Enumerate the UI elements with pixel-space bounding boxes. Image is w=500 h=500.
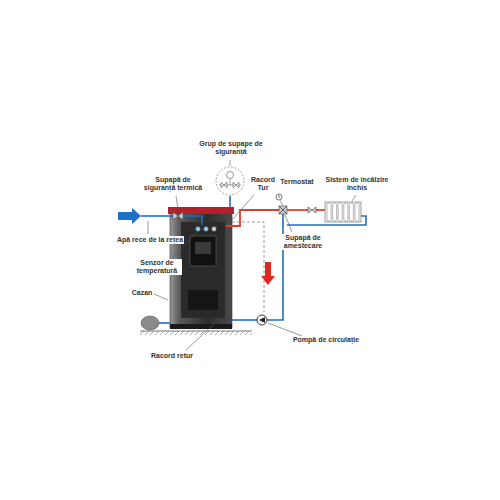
supply-pipe (287, 209, 308, 211)
radiator (327, 203, 331, 221)
part-label: Apă rece de la rețea (116, 236, 184, 244)
circulation-pump (257, 315, 267, 325)
hot-water-arrow (261, 262, 275, 285)
leader-lines (154, 294, 168, 300)
part-label: Supapă de amestecare (279, 234, 327, 250)
thermostat-symbol (276, 194, 283, 206)
safety-valve-group (230, 179, 231, 186)
supply-pipe (316, 209, 326, 211)
safety-valve-group (216, 167, 244, 195)
circulation-pump (259, 317, 265, 323)
part-label: Senzor de temperatură (132, 259, 182, 275)
boiler-body (188, 290, 218, 310)
part-label: Termostat (279, 178, 314, 186)
thermostat-symbol (279, 195, 280, 198)
radiator-valve (308, 207, 316, 213)
radiator (338, 203, 342, 221)
cold-water-pipe (141, 215, 173, 217)
mixing-valve (279, 206, 287, 214)
leader-lines (148, 221, 149, 234)
hot-water-arrow (261, 262, 275, 285)
thermal-safety-valve (178, 209, 179, 216)
expansion-vessel (141, 316, 159, 330)
part-label: Cazan (131, 289, 154, 297)
boiler-body (190, 236, 216, 266)
boiler-body (196, 227, 201, 232)
radiator (333, 203, 337, 221)
sensor-dashed-line (232, 222, 264, 312)
leader-lines (186, 324, 214, 350)
thermal-safety-valve (173, 209, 183, 220)
radiator (344, 203, 348, 221)
safety-valve-group (221, 182, 227, 188)
expansion-vessel (141, 316, 170, 330)
part-label: Supapă de siguranță termică (141, 176, 205, 192)
part-label: Pompă de circulație (292, 336, 360, 344)
cold-water-pipe (118, 208, 141, 224)
radiator-valve (308, 207, 316, 213)
return-pipe (232, 214, 366, 320)
expansion-vessel (159, 322, 170, 324)
radiator (325, 202, 361, 222)
circulation-pump (257, 315, 267, 325)
radiator (355, 203, 359, 221)
safety-valve-group (216, 167, 244, 195)
leader-lines (230, 195, 254, 222)
leader-lines (352, 195, 356, 201)
part-label: Racord retur (150, 352, 194, 360)
thermostat-symbol (280, 200, 283, 206)
part-label: Sistem de încălzire închis (320, 176, 394, 192)
leader-lines (230, 160, 231, 166)
cold-water-pipe (118, 196, 230, 225)
leader-lines (268, 323, 302, 336)
cold-water-pipe (229, 196, 231, 208)
cold-water-pipe (183, 216, 202, 225)
boiler-body (195, 242, 211, 254)
radiator (325, 202, 361, 222)
leader-lines (176, 196, 178, 209)
part-label: Racord Tur (247, 176, 279, 192)
thermostat-symbol (276, 194, 282, 200)
boiler-body (181, 222, 225, 318)
return-pipe (232, 319, 257, 321)
floor (140, 331, 252, 335)
safety-valve-group (227, 172, 234, 179)
leader-lines (285, 215, 292, 232)
floor (140, 331, 252, 332)
floor (140, 331, 252, 335)
radiator (349, 203, 353, 221)
part-label: Grup de supape de siguranță (196, 140, 266, 156)
boiler-body (212, 227, 217, 232)
supply-pipe (226, 210, 326, 226)
safety-valve-group (233, 182, 239, 188)
sensor-dashed-line (232, 222, 264, 312)
boiler-body (204, 227, 209, 232)
boiler-body (170, 324, 232, 329)
mixing-valve (279, 206, 287, 214)
